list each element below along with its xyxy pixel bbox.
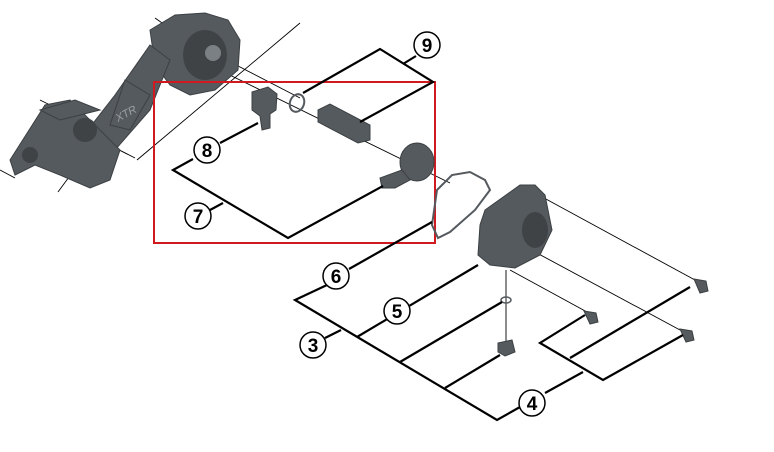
callout-7: 7 (184, 202, 212, 230)
part-9-cylinder (317, 103, 371, 144)
part-8-clamp (251, 86, 278, 131)
part-6-gasket (430, 170, 492, 240)
part-4-screw (583, 310, 599, 325)
callout-8: 8 (193, 136, 221, 164)
callout-3: 3 (299, 331, 327, 359)
svg-text:8: 8 (202, 141, 213, 162)
callout-9: 9 (413, 31, 441, 59)
part-4-screw (679, 328, 695, 343)
highlight-box (153, 81, 436, 244)
svg-text:6: 6 (331, 267, 342, 288)
callout-4: 4 (518, 389, 546, 417)
parts (251, 86, 709, 357)
derailleur-body: XTR (9, 12, 241, 189)
callout-5: 5 (383, 297, 411, 325)
svg-text:5: 5 (392, 302, 403, 323)
part-9-oring (288, 93, 306, 113)
callout-6: 6 (322, 262, 350, 290)
svg-text:4: 4 (527, 394, 538, 415)
part-5-washer (500, 296, 512, 304)
part-4-screw (693, 278, 709, 294)
part-7-unit (399, 142, 435, 182)
leader-lines (170, 47, 691, 422)
svg-text:9: 9 (422, 36, 433, 57)
svg-text:3: 3 (308, 336, 319, 357)
svg-text:7: 7 (193, 207, 204, 228)
part-5-bolt (497, 339, 516, 357)
